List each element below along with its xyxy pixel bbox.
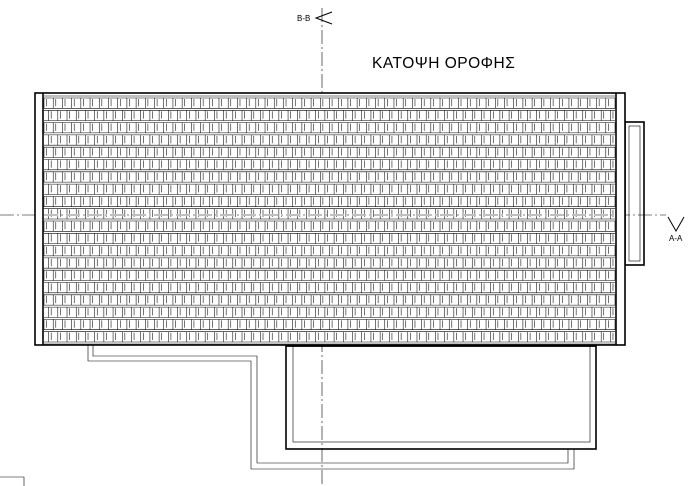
- section-marker-a-icon: [667, 216, 685, 233]
- section-label-a: A-A: [669, 234, 683, 243]
- section-label-b: B-B: [297, 14, 310, 23]
- main-roof: [34, 92, 626, 346]
- section-marker-b-icon: [314, 11, 333, 25]
- drawing-title: ΚΑΤΟΨΗ ΟΡΟΦΗΣ: [372, 55, 515, 72]
- roof-tile-lines: [43, 95, 616, 345]
- lower-extension: [285, 345, 597, 450]
- roof-tiles-pattern: [43, 95, 616, 345]
- right-canopy: [624, 121, 645, 266]
- corner-mark: [0, 476, 25, 486]
- lower-building-outline: [87, 316, 575, 470]
